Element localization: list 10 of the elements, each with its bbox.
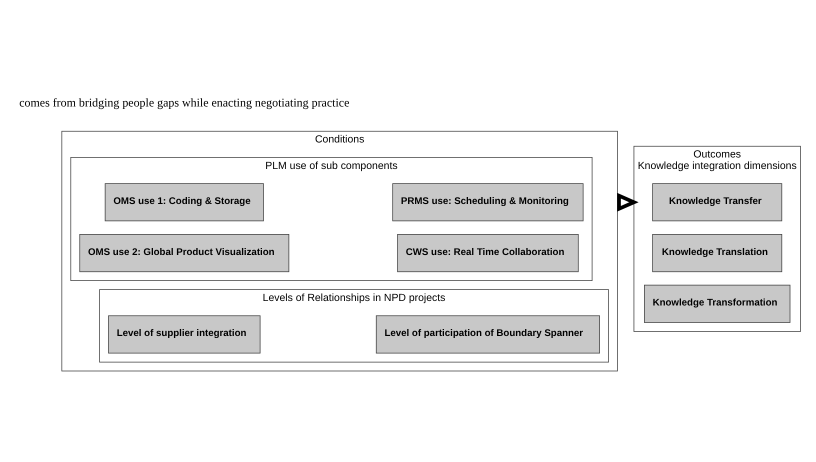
node-box: PRMS use: Scheduling & Monitoring — [392, 183, 584, 222]
node-box: CWS use: Real Time Collaboration — [397, 234, 579, 272]
node-box: OMS use 1: Coding & Storage — [104, 183, 264, 222]
node-box: Level of participation of Boundary Spanner — [376, 315, 600, 354]
label: comes from bridging people gaps while enacting negotiating practice — [19, 95, 350, 110]
node-box: OMS use 2: Global Product Visualization — [79, 234, 290, 272]
node-box: Knowledge Transfer — [652, 183, 782, 222]
node-box: Knowledge Translation — [652, 234, 782, 272]
node-box: Knowledge Transformation — [644, 284, 790, 323]
node-box: Level of supplier integration — [108, 315, 260, 354]
